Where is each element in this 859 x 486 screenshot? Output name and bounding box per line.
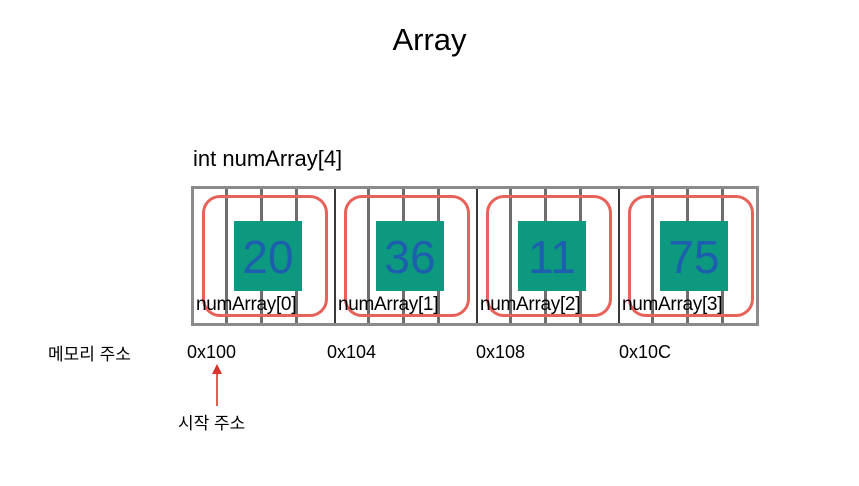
- memory-address: 0x10C: [619, 342, 672, 362]
- cell-divider: [476, 189, 478, 323]
- byte-divider: [509, 189, 512, 323]
- element-value-box: 36: [376, 221, 444, 291]
- array-cell-0: 20 numArray[0]: [194, 189, 334, 323]
- element-outline: [202, 195, 328, 317]
- byte-divider: [651, 189, 654, 323]
- element-value-box: 20: [234, 221, 302, 291]
- element-outline: [344, 195, 470, 317]
- element-label: numArray[3]: [622, 294, 723, 315]
- element-value: 75: [668, 231, 720, 283]
- element-label: numArray[1]: [338, 294, 439, 315]
- cell-divider: [334, 189, 336, 323]
- up-arrow-icon: [212, 364, 222, 406]
- element-value: 20: [242, 231, 294, 283]
- element-label: numArray[2]: [480, 294, 581, 315]
- element-outline: [486, 195, 612, 317]
- element-value: 11: [528, 231, 576, 283]
- array-cell-3: 75 numArray[3]: [620, 189, 760, 323]
- byte-divider: [225, 189, 228, 323]
- array-cell-2: 11 numArray[2]: [478, 189, 618, 323]
- element-value-box: 11: [518, 221, 586, 291]
- element-value: 36: [384, 231, 436, 283]
- start-address-label: 시작 주소: [178, 414, 246, 433]
- memory-address: 0x100: [187, 342, 237, 362]
- memory-address: 0x104: [327, 342, 377, 362]
- array-declaration: int numArray[4]: [193, 146, 343, 171]
- element-value-box: 75: [660, 221, 728, 291]
- element-label: numArray[0]: [196, 294, 297, 315]
- element-outline: [628, 195, 754, 317]
- array-cell-1: 36 numArray[1]: [336, 189, 476, 323]
- byte-divider: [367, 189, 370, 323]
- memory-strip: 20 numArray[0] 36 numArray[1] 11 numArra…: [191, 186, 759, 326]
- diagram-title: Array: [392, 22, 467, 57]
- cell-divider: [618, 189, 620, 323]
- memory-address-label: 메모리 주소: [48, 345, 131, 364]
- memory-address: 0x108: [476, 342, 526, 362]
